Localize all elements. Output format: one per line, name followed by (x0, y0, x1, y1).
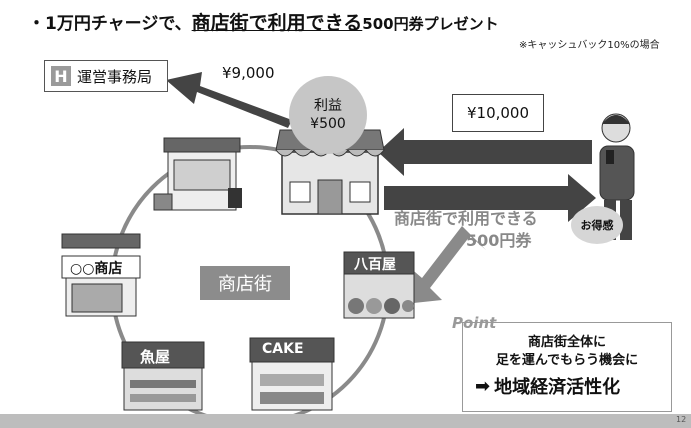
arrow-charge-to-shop (378, 128, 592, 176)
sakanaya-illustration (121, 341, 205, 411)
cake-sign: CAKE (262, 341, 304, 357)
office-logo-icon: H (51, 66, 71, 86)
profit-amount: ¥500 (310, 116, 346, 132)
slide-title: ・1万円チャージで、商店街で利用できる500円券プレゼント (28, 8, 499, 35)
otoku-bubble: お得感 (571, 206, 623, 244)
point-logo: Point (452, 314, 497, 332)
charge-amount-box: ¥10,000 (452, 94, 544, 132)
profit-label: 利益 (314, 98, 342, 114)
operations-office-box: H 運営事務局 (44, 60, 168, 92)
right-arrow-icon: ➡ (475, 375, 491, 397)
point-line1: 商店街全体に (527, 335, 606, 350)
point-box: 商店街全体に 足を運んでもらう機会に ➡ 地域経済活性化 (462, 322, 672, 412)
maru-shop-illustration (61, 233, 141, 317)
arrow-voucher-to-shops (404, 226, 486, 304)
customer-illustration (599, 113, 635, 240)
profit-bubble: 利益 ¥500 (289, 76, 367, 154)
page-number: 12 (676, 415, 687, 424)
cake-shop-illustration (249, 337, 335, 411)
arrow-to-office (166, 72, 292, 128)
footer-bar (0, 414, 691, 428)
cashback-note: ※キャッシュバック10%の場合 (519, 40, 660, 51)
sakanaya-sign: 魚屋 (140, 348, 171, 366)
voucher-line2: 500円券 (466, 231, 532, 250)
barber-shop-illustration (153, 137, 242, 211)
yaoya-illustration (343, 251, 415, 319)
point-conclusion: ➡ 地域経済活性化 (475, 373, 620, 399)
voucher-text: 商店街で利用できる 500円券 (394, 208, 538, 252)
voucher-line1: 商店街で利用できる (394, 209, 538, 228)
title-suffix: 500円券プレゼント (362, 15, 499, 33)
maru-shop-sign: ○○商店 (70, 261, 123, 277)
arrow-voucher-to-customer (384, 174, 596, 222)
office-label: 運営事務局 (77, 67, 153, 86)
title-prefix: ・1万円チャージで、 (28, 14, 192, 34)
point-line3: 地域経済活性化 (494, 377, 621, 398)
amount-to-office: ¥9,000 (222, 64, 275, 82)
shopping-street-label: 商店街 (200, 266, 290, 300)
point-line2: 足を運んでもらう機会に (495, 353, 639, 368)
yaoya-sign: 八百屋 (354, 257, 396, 273)
title-underlined: 商店街で利用できる (191, 12, 363, 34)
